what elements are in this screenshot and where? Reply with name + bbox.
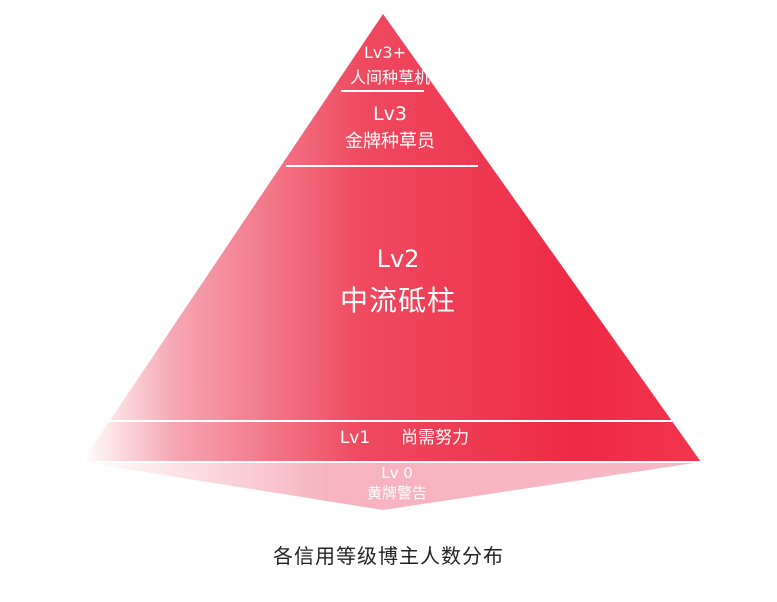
pyramid-body	[82, 14, 701, 462]
tier-lv3plus-code: Lv3+	[364, 43, 406, 62]
tier-lv3-code: Lv3	[373, 103, 407, 125]
tier-lv0-name: 黄牌警告	[366, 484, 428, 502]
tier-lv2-code: Lv2	[376, 245, 420, 273]
pyramid-base-wedge	[82, 462, 701, 510]
tier-lv1-code: Lv1	[339, 428, 371, 448]
tier-lv3-name: 金牌种草员	[345, 131, 435, 152]
tier-lv1-name: 尚需努力	[401, 428, 469, 448]
tier-lv3plus-name: 人间种草机	[349, 68, 431, 87]
diagram-caption: 各信用等级博主人数分布	[273, 544, 504, 568]
tier-lv2-name: 中流砥柱	[339, 284, 457, 317]
tier-lv0-code: Lv 0	[381, 464, 413, 482]
